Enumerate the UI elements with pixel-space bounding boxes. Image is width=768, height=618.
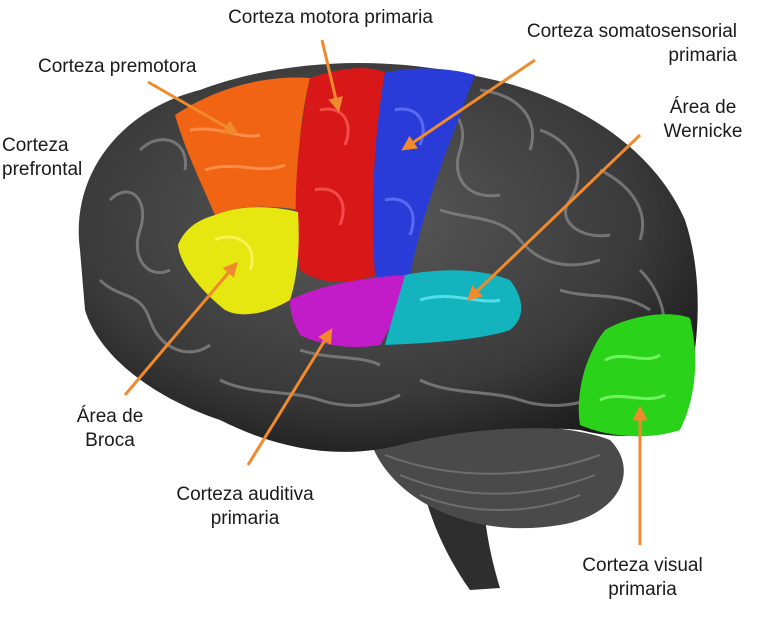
label-primary-visual-cortex: Corteza visual primaria bbox=[582, 555, 703, 600]
arrow-auditory bbox=[246, 328, 333, 466]
premotor-cortex-region bbox=[175, 77, 310, 215]
wernicke-area-region bbox=[385, 270, 522, 345]
arrow-somatosensory bbox=[401, 58, 536, 151]
primary-somatosensory-cortex-region bbox=[373, 68, 475, 279]
label-primary-somatosensory-cortex: Corteza somatosensorial primaria bbox=[526, 21, 737, 66]
label-primary-motor-cortex: Corteza motora primaria bbox=[228, 7, 433, 28]
label-primary-auditory-cortex: Corteza auditiva primaria bbox=[176, 484, 314, 529]
arrow-premotor bbox=[147, 80, 239, 135]
primary-motor-cortex-region bbox=[295, 68, 385, 282]
label-prefrontal-cortex: Corteza prefrontal bbox=[2, 135, 83, 180]
label-premotor-cortex: Corteza premotora bbox=[38, 56, 197, 77]
gyri-texture bbox=[98, 88, 666, 407]
primary-visual-cortex-region bbox=[578, 314, 696, 437]
label-broca-area: Área de Broca bbox=[76, 406, 144, 451]
arrow-wernicke bbox=[466, 133, 642, 302]
cerebellum-folds bbox=[384, 454, 601, 511]
arrow-motor bbox=[320, 39, 343, 113]
label-wernicke-area: Área de Wernicke bbox=[663, 97, 743, 142]
arrow-broca bbox=[123, 261, 238, 396]
broca-area-region bbox=[178, 207, 299, 315]
